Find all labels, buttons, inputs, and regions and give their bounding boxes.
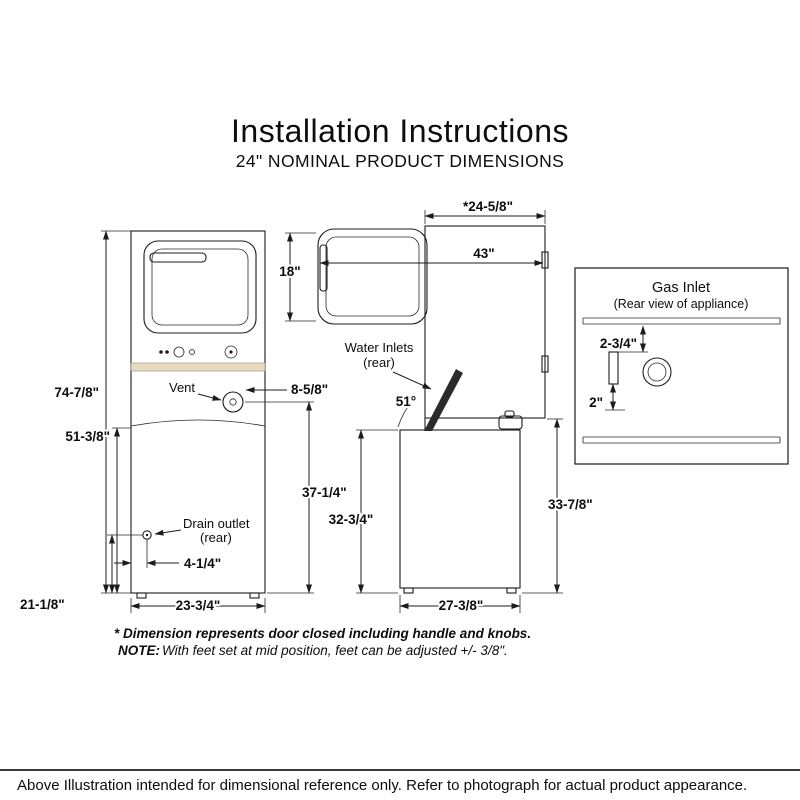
front-width-dim: 23-3/4" [176, 598, 221, 613]
front-right-foot [249, 592, 260, 599]
gas-inlet-box [574, 267, 789, 465]
gas-inlet-pipe-end [642, 357, 672, 387]
side-view: 51° Water Inlets (rear) *24-5/8" [277, 197, 595, 615]
front-washer-height-dim: 51-3/8" [65, 429, 110, 444]
vent-circle [222, 391, 244, 413]
gas-inlet-subtitle: (Rear view of appliance) [614, 297, 749, 311]
lid-angle-dim: 51° [396, 394, 416, 409]
rear-panel-lines [582, 317, 781, 444]
water-inlets-label: Water Inlets [345, 340, 414, 355]
vent-label: Vent [169, 380, 195, 395]
base-depth-dim: 27-3/8" [439, 598, 484, 613]
dim-drain-offset: 4-1/4" [114, 540, 223, 573]
footnote-note: NOTE:With feet set at mid position, feet… [118, 643, 508, 658]
front-total-height-dim: 74-7/8" [54, 385, 99, 400]
dryer-door [143, 240, 257, 334]
open-door-handle [319, 244, 328, 292]
trim-band [130, 362, 266, 372]
dim-gas-stub: 2" [587, 383, 625, 412]
vent-callout: Vent 8-5/8" [167, 378, 330, 401]
footnote-asterisk: * Dimension represents door closed inclu… [114, 626, 532, 641]
drain-rear-label: (rear) [200, 530, 232, 545]
hinge-lower [541, 355, 549, 373]
inlet-valve-box [498, 410, 523, 430]
door-dim: 18" [279, 264, 300, 279]
dryer-door-inner [151, 248, 249, 326]
dim-washer-front-height: 32-3/4" [327, 429, 398, 594]
front-cabinet-outline [130, 230, 266, 594]
footer-text: Above Illustration intended for dimensio… [17, 777, 748, 794]
gas-inlet-title: Gas Inlet [652, 280, 710, 296]
dim-gas-from-top: 2-3/4" [598, 325, 648, 353]
gas-from-top-dim: 2-3/4" [600, 336, 637, 351]
dim-total-height: 74-7/8" [52, 230, 131, 594]
lid-angle-arc [397, 402, 412, 428]
drain-outlet-label: Drain outlet [183, 516, 250, 531]
drain-offset-dim: 4-1/4" [184, 556, 221, 571]
side-right-foot [506, 587, 517, 594]
dim-washer-rear-height: 33-7/8" [522, 418, 595, 594]
page-subtitle: 24" NOMINAL PRODUCT DIMENSIONS [235, 151, 565, 171]
washer-top-curve [130, 419, 266, 427]
water-inlets-rear-label: (rear) [363, 355, 395, 370]
vent-height-dim: 37-1/4" [302, 485, 347, 500]
washer-rear-height-dim: 33-7/8" [548, 497, 593, 512]
depth-door-open-dim: 43" [473, 246, 494, 261]
drain-callout: Drain outlet (rear) [142, 514, 252, 547]
side-dryer-body [424, 225, 546, 419]
side-left-foot [403, 587, 414, 594]
water-inlets-callout: Water Inlets (rear) [343, 338, 432, 390]
dim-washer-section-height: 51-3/8" [63, 427, 131, 594]
page-title: Installation Instructions [231, 113, 569, 149]
open-door [317, 228, 428, 325]
control-knobs [159, 345, 238, 359]
dim-vent-height: 37-1/4" [245, 401, 349, 594]
dim-drain-height: 21-1/8" [18, 534, 143, 614]
dim-depth-closed: *24-5/8" [424, 197, 546, 224]
washer-front-height-dim: 32-3/4" [329, 512, 374, 527]
vent-offset-dim: 8-5/8" [291, 382, 328, 397]
dryer-door-handle [149, 252, 207, 263]
footer-divider [0, 769, 800, 771]
note-text: With feet set at mid position, feet can … [162, 643, 508, 658]
drain-height-dim: 21-1/8" [20, 597, 65, 612]
front-left-foot [136, 592, 147, 599]
dim-front-width: 23-3/4" [130, 596, 266, 615]
dim-depth-door-open: 43" [319, 244, 544, 266]
dim-door: 18" [277, 232, 316, 322]
depth-closed-dim: *24-5/8" [463, 199, 513, 214]
dim-base-depth: 27-3/8" [399, 595, 521, 615]
gas-pipe-stub [608, 351, 619, 385]
side-washer-body [399, 429, 521, 589]
gas-inlet-panel: Gas Inlet (Rear view of appliance) 2-3/4… [574, 267, 789, 465]
note-label: NOTE: [118, 643, 160, 658]
open-washer-lid [424, 369, 463, 431]
gas-stub-dim: 2" [589, 395, 603, 410]
front-view: 74-7/8" 51-3/8" Vent 8-5/8" Drain outlet… [18, 230, 349, 615]
